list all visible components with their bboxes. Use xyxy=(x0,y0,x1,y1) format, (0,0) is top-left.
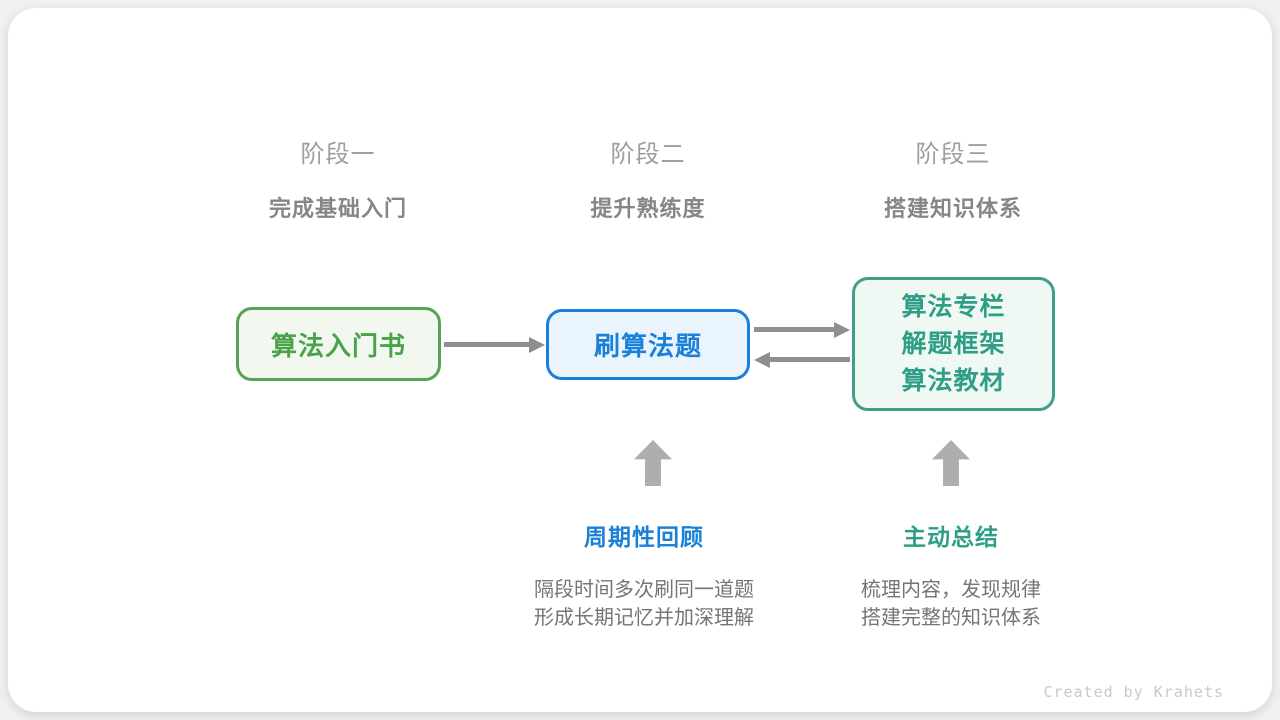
stage-2-subtitle: 提升熟练度 xyxy=(590,196,706,221)
annotation-periodic-review: 周期性回顾 隔段时间多次刷同一道题 形成长期记忆并加深理解 xyxy=(479,518,809,632)
node-practice: 刷算法题 xyxy=(546,309,750,380)
annotation-summary-desc-line-1: 梳理内容，发现规律 xyxy=(861,579,1041,601)
annotation-summary-desc: 梳理内容，发现规律 搭建完整的知识体系 xyxy=(786,576,1116,632)
annotation-summary-desc-line-2: 搭建完整的知识体系 xyxy=(861,607,1041,629)
stage-column-2: 阶段二 提升熟练度 xyxy=(488,134,808,223)
annotation-review-desc: 隔段时间多次刷同一道题 形成长期记忆并加深理解 xyxy=(479,576,809,632)
node-resources: 算法专栏 解题框架 算法教材 xyxy=(852,277,1055,411)
annotation-active-summary: 主动总结 梳理内容，发现规律 搭建完整的知识体系 xyxy=(786,518,1116,632)
arrow-right-icon xyxy=(754,322,850,338)
node-intro-book: 算法入门书 xyxy=(236,307,441,381)
node-intro-book-label: 算法入门书 xyxy=(270,330,406,361)
arrow-head xyxy=(834,322,850,338)
annotation-review-desc-line-1: 隔段时间多次刷同一道题 xyxy=(534,579,754,601)
stage-column-1: 阶段一 完成基础入门 xyxy=(178,134,498,223)
arrow-line xyxy=(768,357,850,362)
arrow-left-icon xyxy=(754,352,850,368)
arrow-line xyxy=(444,342,531,347)
arrow-head xyxy=(529,337,545,353)
stage-1-label: 阶段一 xyxy=(300,141,376,168)
node-resources-line-1: 算法专栏 xyxy=(901,292,1006,321)
arrow-line xyxy=(754,327,836,332)
arrow-head xyxy=(754,352,770,368)
annotation-review-desc-line-2: 形成长期记忆并加深理解 xyxy=(534,607,754,629)
stage-3-label: 阶段三 xyxy=(915,141,991,168)
annotation-review-title: 周期性回顾 xyxy=(584,524,704,550)
stage-2-label: 阶段二 xyxy=(610,141,686,168)
stage-1-subtitle: 完成基础入门 xyxy=(268,196,407,221)
diagram-canvas: 阶段一 完成基础入门 阶段二 提升熟练度 阶段三 搭建知识体系 算法入门书 刷算… xyxy=(8,8,1272,712)
arrow-right-icon xyxy=(444,337,545,353)
node-resources-line-3: 算法教材 xyxy=(901,366,1006,395)
block-arrow-up-icon xyxy=(932,440,970,486)
stage-3-subtitle: 搭建知识体系 xyxy=(883,196,1022,221)
node-resources-line-2: 解题框架 xyxy=(901,329,1006,358)
annotation-summary-title: 主动总结 xyxy=(903,524,999,550)
block-arrow-up-icon xyxy=(634,440,672,486)
watermark-credit: Created by Krahets xyxy=(1043,683,1224,701)
node-practice-label: 刷算法题 xyxy=(593,331,702,361)
stage-column-3: 阶段三 搭建知识体系 xyxy=(793,134,1113,223)
